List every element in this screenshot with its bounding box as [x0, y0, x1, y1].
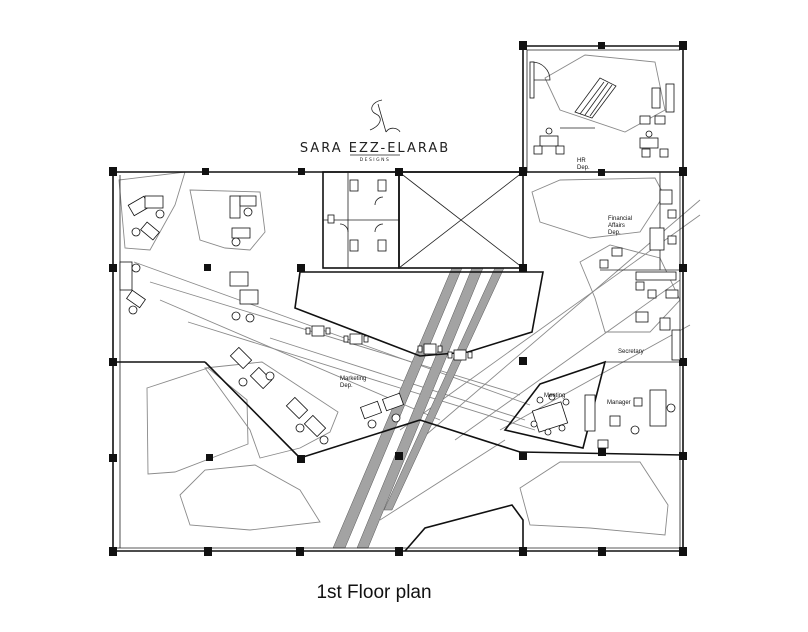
brand-logo: SARA EZZ-ELARAB DESIGNS — [300, 99, 450, 163]
restroom-fixtures — [327, 179, 387, 252]
label-secretary: Secretary — [618, 349, 644, 355]
label-financial-line2: Affairs — [608, 223, 625, 229]
label-marketing-line2: Dep. — [340, 383, 353, 389]
label-financial-line1: Financial — [608, 216, 632, 222]
label-hr-line2: Dep. — [577, 165, 590, 171]
workstations — [119, 195, 405, 445]
logo-monogram-icon — [369, 99, 401, 133]
room-labels: HR Dep. Financial Affairs Dep. Secretary… — [340, 158, 644, 406]
hr-door-swing-icon — [531, 61, 551, 81]
label-manager: Manager — [607, 400, 631, 406]
label-financial-line3: Dep. — [608, 230, 621, 236]
label-hr-line1: HR — [577, 158, 586, 164]
label-meeting: Meeting — [544, 393, 565, 399]
east-wing-furniture — [584, 189, 681, 449]
hr-department — [529, 61, 675, 158]
ramp — [332, 267, 505, 549]
columns — [109, 41, 687, 556]
brand-name: SARA EZZ-ELARAB — [300, 141, 450, 156]
meeting-table — [530, 393, 570, 436]
plan-caption: 1st Floor plan — [316, 582, 431, 603]
cafe-tables — [305, 325, 473, 361]
brand-tagline: DESIGNS — [360, 157, 391, 163]
label-marketing-line1: Marketing — [340, 376, 366, 382]
stair-icon — [574, 77, 617, 119]
